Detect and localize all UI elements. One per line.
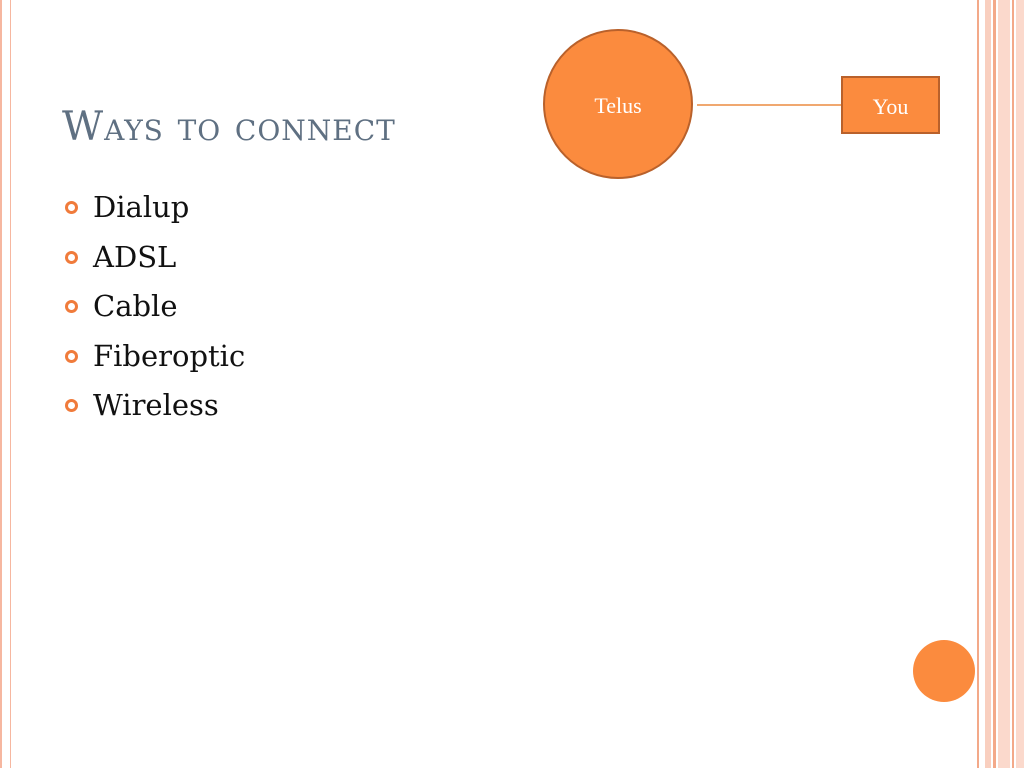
right-frame-stripe — [998, 0, 1010, 768]
right-frame-stripe — [1016, 0, 1024, 768]
connection-line — [697, 104, 842, 106]
bullet-icon — [65, 250, 78, 264]
bullet-icon — [65, 300, 78, 313]
bullet-item-fiberoptic: Fiberoptic — [62, 336, 245, 386]
bullet-list: Dialup ADSL Cable Fiberoptic Wireless — [62, 187, 245, 435]
left-frame-line — [0, 0, 2, 768]
bullet-label: Wireless — [93, 388, 219, 422]
bullet-icon — [65, 201, 78, 214]
bullet-item-adsl: ADSL — [62, 237, 245, 287]
slide-title: Ways to connect — [62, 104, 396, 150]
bullet-label: ADSL — [93, 239, 177, 274]
telus-node: Telus — [543, 29, 693, 179]
bullet-item-wireless: Wireless — [62, 385, 245, 435]
decorative-orange-circle — [913, 640, 975, 702]
left-frame-line-inner — [10, 0, 11, 768]
right-frame-stripe — [985, 0, 991, 768]
bullet-item-cable: Cable — [62, 286, 245, 336]
right-frame-stripe — [993, 0, 996, 768]
bullet-label: Cable — [93, 289, 178, 323]
bullet-icon — [65, 399, 78, 412]
bullet-item-dialup: Dialup — [62, 187, 245, 237]
bullet-label: Dialup — [93, 190, 190, 224]
you-node: You — [841, 76, 940, 134]
telus-node-label: Telus — [594, 93, 642, 118]
bullet-label: Fiberoptic — [93, 338, 246, 373]
you-node-label: You — [872, 94, 909, 119]
connection-diagram: Telus You — [540, 26, 945, 186]
right-frame-stripe — [977, 0, 979, 768]
right-frame-stripe — [1012, 0, 1014, 768]
bullet-icon — [65, 349, 78, 363]
